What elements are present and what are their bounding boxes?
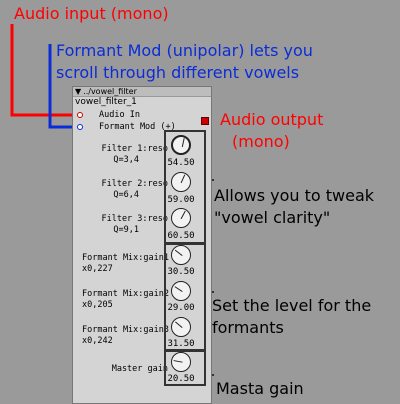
- filter2-q: Q=6,4: [113, 190, 139, 200]
- filter3-label: Filter 3:reso: [101, 214, 168, 224]
- knob-needle: [181, 138, 185, 148]
- filter3-q: Q=9,1: [113, 225, 139, 235]
- filter1-reso-knob[interactable]: [171, 135, 191, 155]
- mix1-gain-value: 30.50: [167, 267, 195, 277]
- audio-output-annotation-line2: (mono): [232, 132, 290, 151]
- audio-in-port[interactable]: [77, 112, 83, 118]
- audio-out-port[interactable]: [201, 117, 209, 125]
- knob-needle: [180, 210, 186, 220]
- formant-mod-annotation-line2: scroll through different vowels: [56, 63, 300, 82]
- mix2-factor: x0,205: [82, 300, 113, 310]
- vowel-clarity-annotation-line2: "vowel clarity": [214, 208, 331, 227]
- masta-gain-annotation: Masta gain: [216, 379, 304, 398]
- formant-mod-annotation-line1: Formant Mod (unipolar) lets you: [56, 41, 313, 60]
- filter1-q: Q=3,4: [113, 155, 139, 165]
- module-name: vowel_filter_1: [75, 97, 137, 107]
- mix2-label: Formant Mix:gain2: [82, 289, 169, 299]
- filter3-reso-value: 60.50: [167, 231, 195, 241]
- filter2-reso-value: 59.00: [167, 195, 195, 205]
- mix3-gain-value: 31.50: [167, 339, 195, 349]
- vowel-clarity-annotation-line1: Allows you to tweak: [214, 186, 375, 205]
- mix1-factor: x0,227: [82, 264, 113, 274]
- audio-in-label: Audio In: [99, 110, 140, 120]
- filter2-label: Filter 2:reso: [101, 179, 168, 189]
- module-titlebar[interactable]: ▼../vowel_filter: [73, 87, 211, 97]
- master-gain-knob[interactable]: [171, 352, 191, 372]
- master-knob-box: [164, 350, 206, 386]
- mix3-factor: x0,242: [82, 336, 113, 346]
- mix1-label: Formant Mix:gain1: [82, 253, 169, 263]
- mix1-gain-knob[interactable]: [171, 245, 191, 265]
- module-path: ../vowel_filter: [83, 87, 137, 96]
- knob-needle: [173, 360, 183, 363]
- filter1-reso-value: 54.50: [167, 158, 195, 168]
- formants-level-annotation-line2: formants: [212, 318, 284, 337]
- formants-level-annotation-line1: Set the level for the: [212, 296, 372, 315]
- filter2-reso-knob[interactable]: [171, 172, 191, 192]
- knob-needle: [174, 249, 183, 257]
- mix3-gain-knob[interactable]: [171, 317, 191, 337]
- filter3-reso-knob[interactable]: [171, 208, 191, 228]
- mix3-label: Formant Mix:gain3: [82, 325, 169, 335]
- formant-mod-label: Formant Mod (+): [99, 122, 176, 132]
- master-gain-label: Master gain: [111, 364, 168, 374]
- filter1-label: Filter 1:reso: [101, 144, 168, 154]
- knob-needle: [175, 321, 183, 329]
- mix2-gain-value: 29.00: [167, 303, 195, 313]
- collapse-arrow-icon[interactable]: ▼: [75, 87, 82, 96]
- formant-mod-port[interactable]: [77, 124, 83, 130]
- audio-input-annotation: Audio input (mono): [14, 4, 169, 23]
- mix2-gain-knob[interactable]: [171, 281, 191, 301]
- knob-needle: [180, 174, 186, 184]
- knob-needle: [174, 286, 183, 292]
- master-gain-value: 20.50: [167, 374, 195, 384]
- audio-output-annotation-line1: Audio output: [220, 110, 324, 129]
